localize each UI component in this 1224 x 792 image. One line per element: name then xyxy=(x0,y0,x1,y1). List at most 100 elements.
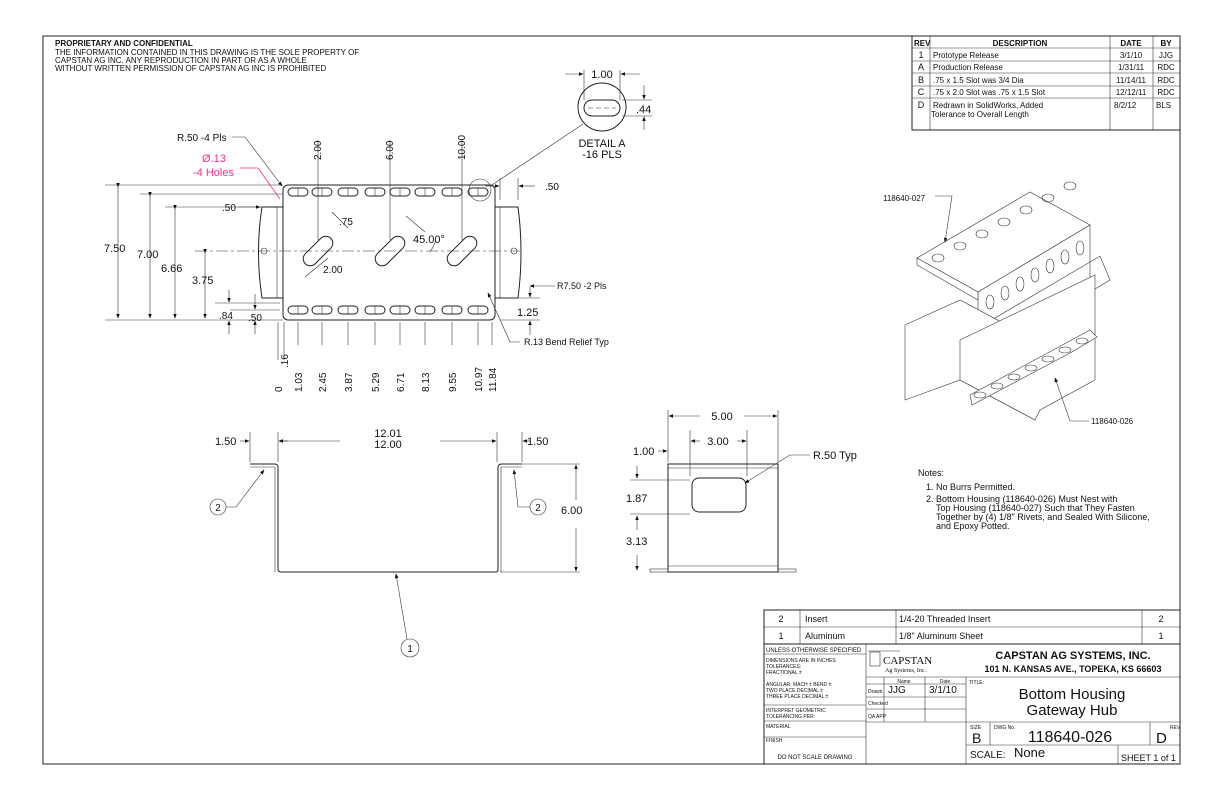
svg-text:INTERPRET GEOMETRIC: INTERPRET GEOMETRIC xyxy=(766,708,826,714)
svg-text:RDC: RDC xyxy=(1157,88,1175,97)
svg-text:None: None xyxy=(1014,745,1045,760)
svg-text:BLS: BLS xyxy=(1156,101,1171,110)
connector-hole xyxy=(1060,249,1070,265)
svg-text:12.01: 12.01 xyxy=(374,428,402,440)
svg-text:R7.50 -2 Pls: R7.50 -2 Pls xyxy=(557,281,607,291)
svg-text:Top Housing (118640-027) Such: Top Housing (118640-027) Such that They … xyxy=(936,503,1135,513)
svg-text:Insert: Insert xyxy=(805,614,828,624)
svg-text:7.50: 7.50 xyxy=(104,243,125,255)
x-position-dim: 3.87 xyxy=(344,372,355,392)
svg-text:1.50: 1.50 xyxy=(215,436,236,448)
svg-text:7.00: 7.00 xyxy=(137,249,158,261)
svg-text:2. Bottom Housing (118640-026): 2. Bottom Housing (118640-026) Must Nest… xyxy=(926,494,1117,504)
svg-text:D: D xyxy=(1156,730,1167,747)
svg-text:JJG: JJG xyxy=(888,685,906,696)
svg-text:DWG No.: DWG No. xyxy=(994,725,1015,731)
svg-text:DO NOT SCALE DRAWING: DO NOT SCALE DRAWING xyxy=(777,755,852,761)
svg-text:11/14/11: 11/14/11 xyxy=(1116,76,1147,85)
svg-text:5.00: 5.00 xyxy=(711,411,732,423)
svg-text:1/4-20 Threaded Insert: 1/4-20 Threaded Insert xyxy=(899,614,991,624)
detail-a: 1.00 .44 DETAIL A -16 PLS xyxy=(491,69,652,186)
svg-text:R.50 -4 Pls: R.50 -4 Pls xyxy=(177,133,226,144)
svg-text:1/8" Aluminum Sheet: 1/8" Aluminum Sheet xyxy=(899,631,983,641)
svg-text:2: 2 xyxy=(1158,614,1163,624)
flat-pattern-view: 2.00 6.00 10.00 R.50 -4 Pls Ø.13 -4 Hole… xyxy=(104,133,609,392)
svg-text:Production Release: Production Release xyxy=(933,63,1003,72)
connector-hole xyxy=(975,229,989,239)
x-position-dim: 6.71 xyxy=(396,372,407,392)
svg-text:6.00: 6.00 xyxy=(561,505,582,517)
svg-text:Notes:: Notes: xyxy=(918,468,944,478)
svg-text:Checked: Checked xyxy=(868,701,888,707)
svg-text:1.50: 1.50 xyxy=(527,436,548,448)
svg-text:1.25: 1.25 xyxy=(517,307,538,319)
svg-text:MATERIAL: MATERIAL xyxy=(766,724,791,730)
svg-text:SIZE: SIZE xyxy=(970,725,982,731)
x-position-dim: 5.29 xyxy=(371,372,382,392)
svg-text:-4 Holes: -4 Holes xyxy=(193,167,234,179)
svg-text:.75 x 1.5 Slot was 3/4 Dia: .75 x 1.5 Slot was 3/4 Dia xyxy=(933,76,1024,85)
connector-hole xyxy=(1063,181,1077,191)
drawing-number: 118640-026 xyxy=(1028,729,1112,746)
side-view: 5.00 3.00 1.00 1.87 3.13 R.50 Typ xyxy=(626,410,857,573)
svg-text:-16 PLS: -16 PLS xyxy=(582,149,622,161)
title-block: UNLESS OTHERWISE SPECIFIED DIMENSIONS AR… xyxy=(763,643,1181,765)
svg-text:2.00: 2.00 xyxy=(313,140,324,160)
svg-text:1: 1 xyxy=(1158,631,1163,641)
svg-text:3.00: 3.00 xyxy=(707,436,728,448)
svg-text:Ø.13: Ø.13 xyxy=(202,153,226,165)
slot xyxy=(973,391,987,399)
svg-text:.75 x 2.0 Slot was .75 x 1.5 S: .75 x 2.0 Slot was .75 x 1.5 Slot xyxy=(933,88,1046,97)
svg-text:TITLE:: TITLE: xyxy=(969,680,984,686)
svg-text:1.87: 1.87 xyxy=(626,493,647,505)
connector-hole xyxy=(953,241,967,251)
connector-hole xyxy=(1030,267,1040,283)
svg-text:REV: REV xyxy=(1170,725,1181,731)
svg-text:TWO PLACE DECIMAL ±: TWO PLACE DECIMAL ± xyxy=(766,688,823,694)
svg-text:D: D xyxy=(918,100,925,110)
x-position-dim: 8.13 xyxy=(421,372,432,392)
svg-text:8/2/12: 8/2/12 xyxy=(1114,101,1137,110)
svg-text:DIMENSIONS ARE IN INCHES: DIMENSIONS ARE IN INCHES xyxy=(766,658,836,664)
svg-text:DETAIL A: DETAIL A xyxy=(578,138,626,150)
slot xyxy=(1041,355,1055,363)
svg-text:Redrawn in SolidWorks, Added: Redrawn in SolidWorks, Added xyxy=(933,101,1043,110)
svg-text:2.00: 2.00 xyxy=(323,265,343,276)
slot xyxy=(1024,364,1038,372)
capstan-logo: CAPSTAN Ag Systems, Inc. xyxy=(868,650,932,674)
svg-text:SHEET 1 of 1: SHEET 1 of 1 xyxy=(1121,753,1176,763)
x-position-dim: 9.55 xyxy=(448,372,459,392)
slot xyxy=(990,382,1004,390)
svg-text:.75: .75 xyxy=(339,217,353,228)
svg-text:3/1/10: 3/1/10 xyxy=(1120,51,1143,60)
slot xyxy=(1058,346,1072,354)
svg-text:THREE PLACE DECIMAL ±: THREE PLACE DECIMAL ± xyxy=(766,694,829,700)
part-label-top: 118640-027 xyxy=(883,194,926,203)
svg-text:B: B xyxy=(972,730,981,746)
svg-text:SCALE:: SCALE: xyxy=(970,750,1006,761)
x-position-dim: 0 xyxy=(274,386,285,392)
svg-text:FRACTIONAL ±: FRACTIONAL ± xyxy=(766,670,802,676)
svg-text:3/1/10: 3/1/10 xyxy=(929,685,957,696)
svg-text:Date: Date xyxy=(940,679,951,685)
svg-text:JJG: JJG xyxy=(1159,51,1173,60)
svg-text:1.00: 1.00 xyxy=(633,446,654,458)
svg-text:1. No Burrs Permitted.: 1. No Burrs Permitted. xyxy=(926,482,1015,492)
connector-hole xyxy=(1041,193,1055,203)
rev-header: REV xyxy=(914,39,931,48)
svg-text:.50: .50 xyxy=(545,182,559,193)
slot xyxy=(1007,373,1021,381)
svg-text:R.50 Typ: R.50 Typ xyxy=(813,450,857,462)
notice-title: PROPRIETARY AND CONFIDENTIAL xyxy=(55,39,193,48)
isometric-assembly-view: 118640-027 118640-026 xyxy=(883,181,1134,426)
svg-text:1: 1 xyxy=(918,50,923,60)
svg-text:Together by (4) 1/8" Rivets, a: Together by (4) 1/8" Rivets, and Sealed … xyxy=(936,512,1150,522)
drawing-title: Bottom Housing xyxy=(1019,686,1126,703)
svg-text:Name: Name xyxy=(897,679,911,685)
